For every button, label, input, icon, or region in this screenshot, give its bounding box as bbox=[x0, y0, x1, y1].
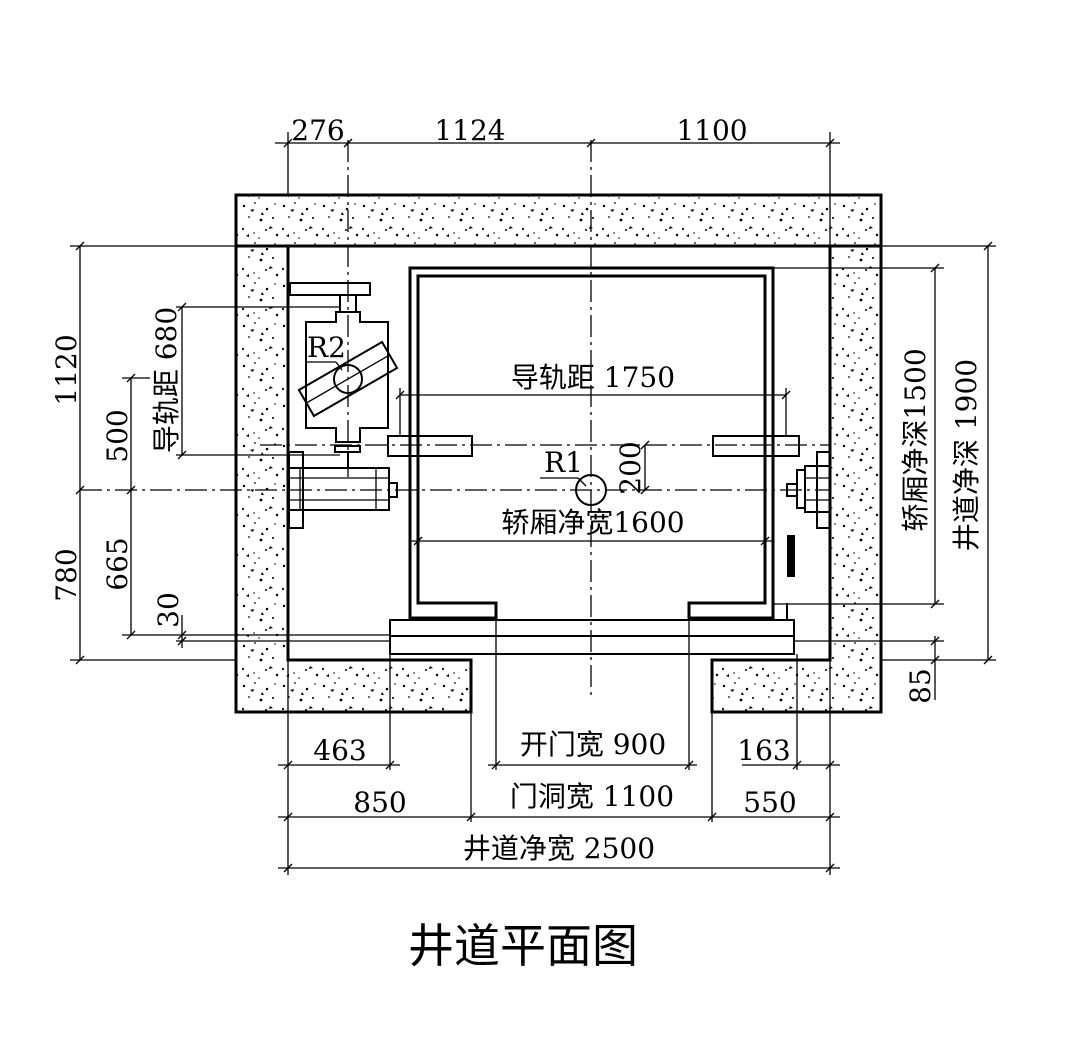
landing-sill bbox=[389, 635, 795, 655]
dim-left-780: 780 bbox=[50, 548, 83, 601]
dim-bottom-163: 163 bbox=[737, 734, 790, 767]
label-r2: R2 bbox=[307, 331, 346, 364]
counterweight bbox=[289, 282, 399, 468]
label-car-clear-depth: 轿厢净深1500 bbox=[899, 348, 932, 531]
car-panel bbox=[787, 535, 795, 577]
dim-bottom-550: 550 bbox=[743, 786, 796, 819]
dim-left-30: 30 bbox=[152, 592, 185, 628]
dim-bottom-850: 850 bbox=[353, 786, 406, 819]
centre-dimensions: 导轨距 1750 轿厢净宽1600 200 R1 R2 bbox=[306, 331, 791, 546]
left-dimensions: 1120 780 500 665 30 导轨距 680 bbox=[50, 241, 390, 665]
label-car-clear-width: 轿厢净宽1600 bbox=[501, 506, 684, 539]
shaft-walls bbox=[234, 193, 883, 714]
top-dimensions: 276 1124 1100 bbox=[275, 114, 840, 246]
car-rail-left bbox=[288, 435, 473, 529]
dim-left-500: 500 bbox=[101, 409, 134, 462]
dim-center-200: 200 bbox=[614, 441, 647, 494]
right-dimensions: 轿厢净深1500 井道净深 1900 85 bbox=[773, 241, 996, 704]
dim-left-665: 665 bbox=[101, 537, 134, 590]
car-sill bbox=[389, 619, 795, 637]
label-shaft-clear-width: 井道净宽 2500 bbox=[463, 832, 655, 865]
car bbox=[389, 266, 795, 655]
dim-top-1100: 1100 bbox=[676, 114, 747, 147]
label-door-hole-width: 门洞宽 1100 bbox=[510, 780, 674, 813]
centre-lines bbox=[80, 140, 830, 700]
wall-top-band bbox=[234, 193, 883, 248]
dim-top-1124: 1124 bbox=[434, 114, 505, 147]
drawing-title: 井道平面图 bbox=[408, 919, 638, 973]
dim-top-276: 276 bbox=[291, 114, 344, 147]
label-shaft-clear-depth: 井道净深 1900 bbox=[950, 359, 983, 551]
bottom-dimensions: 463 开门宽 900 163 850 门洞宽 1100 550 井道净宽 25… bbox=[278, 618, 840, 875]
label-rail-distance: 导轨距 1750 bbox=[511, 361, 675, 394]
dim-right-85: 85 bbox=[904, 668, 937, 704]
dim-bottom-463: 463 bbox=[313, 734, 366, 767]
label-door-open-width: 开门宽 900 bbox=[520, 728, 666, 761]
dim-left-1120: 1120 bbox=[50, 334, 83, 405]
label-cw-rail-distance: 导轨距 680 bbox=[150, 307, 183, 453]
label-r1: R1 bbox=[544, 446, 583, 479]
